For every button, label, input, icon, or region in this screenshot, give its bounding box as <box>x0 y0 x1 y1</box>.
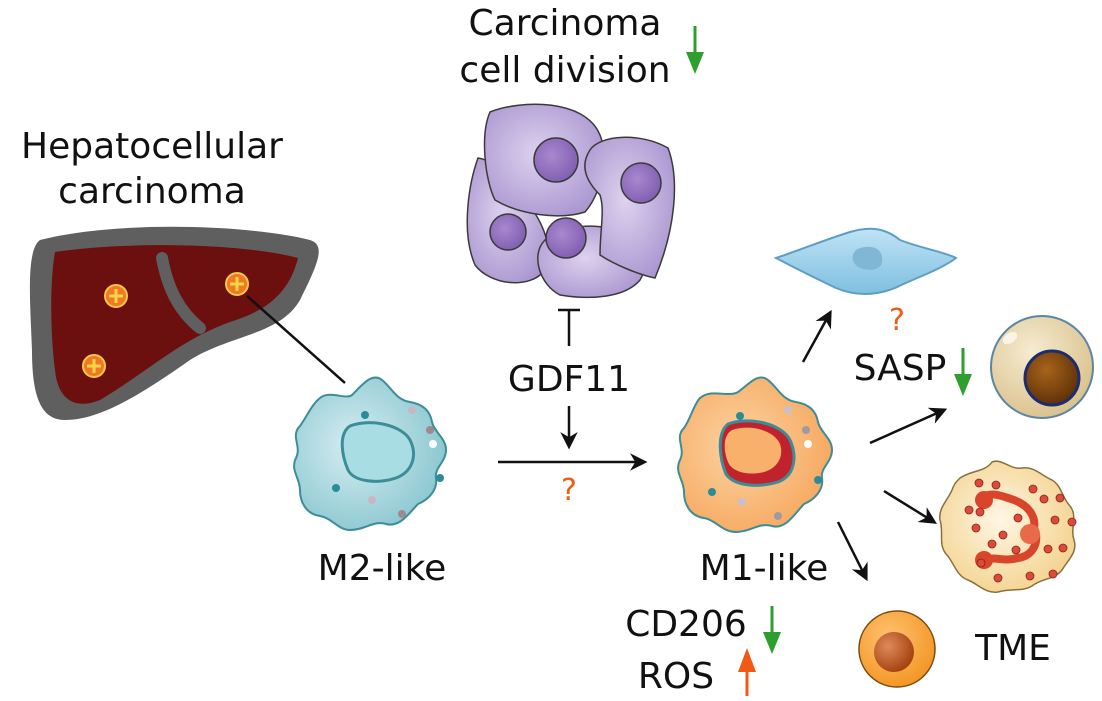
ros-up-arrow-icon <box>738 648 756 696</box>
inhibit-carcinoma-icon <box>558 308 580 346</box>
cd206-label: CD206 <box>625 604 747 645</box>
m2-label: M2-like <box>318 548 447 589</box>
hcc-label-line2: carcinoma <box>58 171 246 212</box>
division-label-line2: cell division <box>459 50 670 91</box>
tumor-nodule <box>225 272 249 296</box>
m1-label: M1-like <box>700 548 829 589</box>
liver-to-m2-connector <box>246 295 346 384</box>
tme-cell-illustration <box>858 610 936 688</box>
hcc-label-line1: Hepatocellular <box>21 126 283 167</box>
division-label-line1: Carcinoma <box>469 3 662 44</box>
cd206-down-arrow-icon <box>763 606 781 654</box>
gdf11-label: GDF11 <box>508 359 630 400</box>
m1-macrophage-illustration <box>677 376 834 534</box>
division-down-arrow-icon <box>686 26 704 74</box>
m2-macrophage-illustration <box>293 376 448 532</box>
m1-to-lymphocyte-arrow <box>869 407 948 445</box>
tumor-nodule <box>82 354 106 378</box>
neutrophil-illustration <box>939 460 1077 593</box>
lymphocyte-illustration <box>990 315 1094 419</box>
transition-question-mark: ? <box>561 473 577 508</box>
ros-label: ROS <box>638 656 714 697</box>
m1-to-fibroblast-arrow <box>801 309 832 363</box>
liver-illustration <box>29 226 319 420</box>
sasp-down-arrow-icon <box>954 348 972 396</box>
m1-to-tme-cell-arrow <box>836 521 868 582</box>
sasp-question-mark: ? <box>889 303 905 338</box>
m1-to-neutrophil-arrow <box>883 489 937 524</box>
fibroblast-illustration <box>773 227 958 295</box>
sasp-label: SASP <box>854 348 947 389</box>
tme-label: TME <box>974 628 1051 669</box>
tumor-nodule <box>104 284 128 308</box>
carcinoma-cells-illustration <box>466 103 676 299</box>
